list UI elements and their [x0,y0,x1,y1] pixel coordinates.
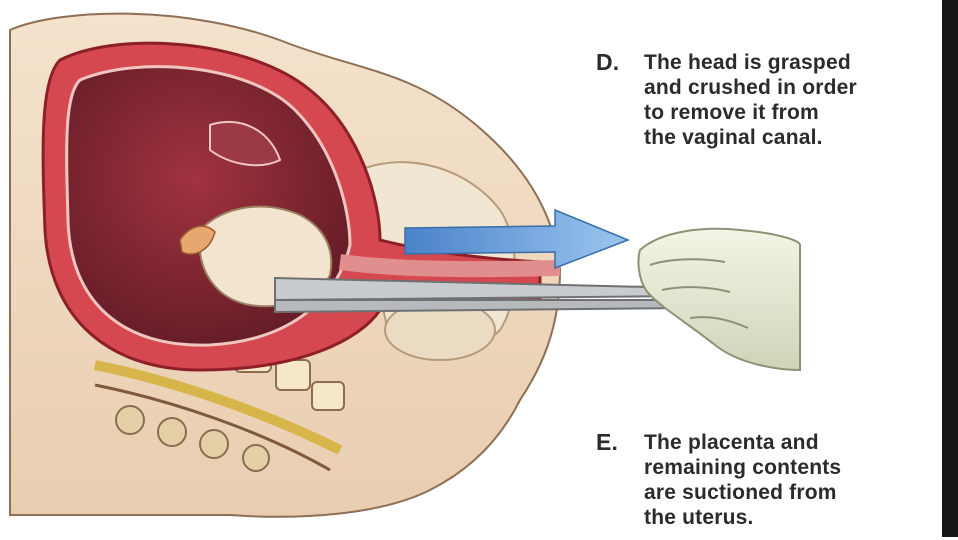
caption-d: D. The head is grasped and crushed in or… [596,50,956,160]
caption-e-line-4: the uterus. [644,505,958,530]
caption-d-text: The head is grasped and crushed in order… [644,50,958,150]
caption-d-line-1: The head is grasped [644,50,958,75]
caption-d-line-2: and crushed in order [644,75,958,100]
gloved-hand-icon [638,229,800,370]
caption-e-line-2: remaining contents [644,455,958,480]
vaginal-canal [340,262,560,269]
caption-d-letter: D. [596,50,619,75]
caption-d-line-3: to remove it from [644,100,958,125]
caption-d-line-4: the vaginal canal. [644,125,958,150]
caption-e: E. The placenta and remaining contents a… [596,430,956,540]
caption-e-letter: E. [596,430,618,455]
caption-e-line-1: The placenta and [644,430,958,455]
caption-e-text: The placenta and remaining contents are … [644,430,958,530]
caption-e-line-3: are suctioned from [644,480,958,505]
